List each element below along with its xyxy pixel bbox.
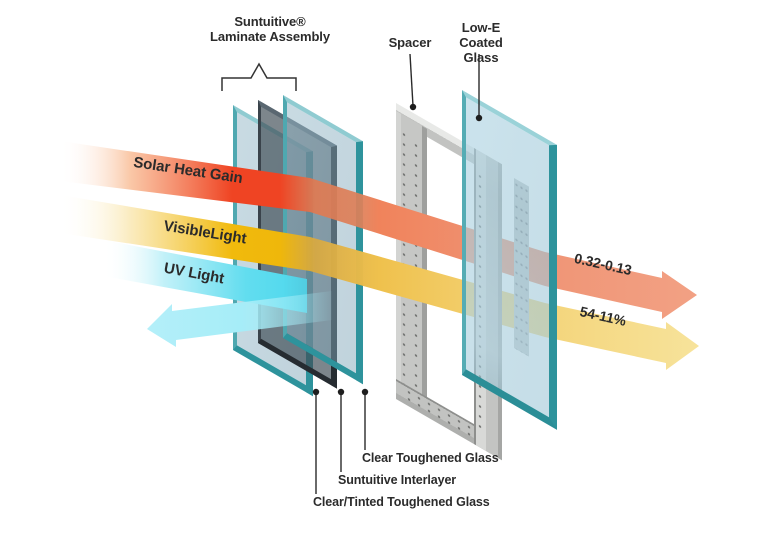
leader-dot-clear-toughened [361,388,369,396]
label-laminate-line2: Laminate Assembly [210,28,330,44]
value-solar-heat-gain-coefficient: 0.32-0.13 [572,249,634,279]
low-e-coated-glass-pane [462,90,557,430]
leader-dot-interlayer [337,388,345,396]
clear-toughened-glass-pane [283,95,363,385]
label-low-e-line2: Glass [463,49,499,65]
label-clear-tinted-toughened-glass: Clear/Tinted Toughened Glass [313,495,490,509]
label-low-e-line1: Low-E Coated [459,20,503,50]
leader-line-spacer [409,53,414,107]
leader-dot-spacer [409,103,417,111]
label-clear-toughened-glass: Clear Toughened Glass [362,451,499,465]
value-visible-light-transmission: 54-11% [578,303,628,329]
leader-dot-clear-tinted [312,388,320,396]
label-laminate-assembly: Suntuitive® Laminate Assembly [190,14,350,45]
label-laminate-line1: Suntuitive® [234,14,306,29]
label-suntuitive-interlayer: Suntuitive Interlayer [338,473,457,487]
label-low-e-glass: Low-E Coated Glass [441,20,521,66]
laminate-bracket [221,62,297,91]
label-spacer: Spacer [388,35,432,50]
